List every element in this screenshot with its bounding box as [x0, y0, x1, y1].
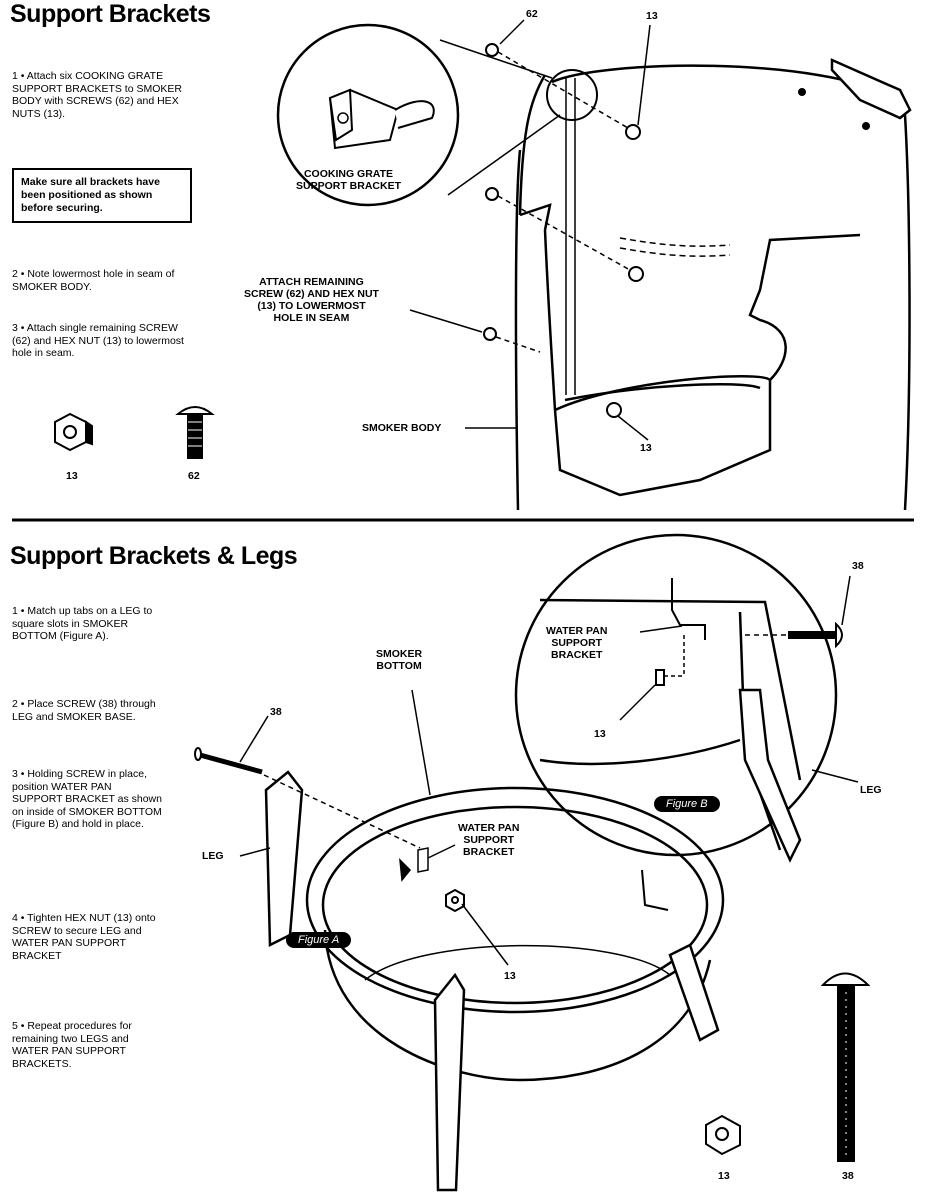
- hex-nut-figure-a: [445, 888, 465, 913]
- part-number-screw: 62: [188, 470, 200, 482]
- screw-38-icon: [820, 972, 871, 1162]
- callout-13-figure-a: 13: [504, 970, 516, 982]
- label-leg-left: LEG: [202, 850, 224, 862]
- label-smoker-bottom: SMOKER BOTTOM: [376, 648, 423, 672]
- section-2-step-1: 1 • Match up tabs on a LEG to square slo…: [12, 605, 153, 642]
- smoker-bottom-drawing: [305, 786, 725, 1082]
- leader-lines-2: [239, 625, 859, 966]
- label-smoker-body: SMOKER BODY: [362, 422, 442, 434]
- figure-a-badge: Figure A: [286, 932, 352, 948]
- label-water-pan-bracket-a: WATER PAN SUPPORT BRACKET: [458, 822, 520, 858]
- callout-13-figure-b: 13: [594, 728, 606, 740]
- part-number-nut-2: 13: [718, 1170, 730, 1182]
- callout-38-left: 38: [270, 706, 282, 718]
- part-number-screw-2: 38: [842, 1170, 854, 1182]
- callout-62: 62: [526, 8, 538, 20]
- bracket-magnifier: [276, 23, 598, 207]
- label-attach-remaining: ATTACH REMAINING SCREW (62) AND HEX NUT …: [244, 276, 379, 324]
- label-water-pan-bracket-b: WATER PAN SUPPORT BRACKET: [546, 625, 608, 661]
- leader-lines: [409, 19, 651, 441]
- figure-b-badge: Figure B: [654, 796, 720, 812]
- callout-13-bottom: 13: [640, 442, 652, 454]
- label-leg-right: LEG: [860, 784, 882, 796]
- hardware-parts: [483, 43, 870, 418]
- part-number-nut: 13: [66, 470, 78, 482]
- hex-nut-icon: [54, 412, 93, 452]
- smoker-body-drawing: [514, 58, 912, 511]
- section-2-step-4: 4 • Tighten HEX NUT (13) onto SCREW to s…: [12, 912, 156, 962]
- callout-38-right: 38: [852, 560, 864, 572]
- section-2-step-5: 5 • Repeat procedures for remaining two …: [12, 1020, 132, 1070]
- hex-nut-icon-2: [705, 1114, 741, 1156]
- section-1-step-1: 1 • Attach six COOKING GRATE SUPPORT BRA…: [12, 70, 182, 120]
- label-cooking-grate-bracket: COOKING GRATE SUPPORT BRACKET: [296, 168, 402, 192]
- screw-icon: [175, 406, 215, 459]
- section-1-step-3: 3 • Attach single remaining SCREW (62) a…: [12, 322, 184, 359]
- section-1-note: Make sure all brackets have been positio…: [12, 168, 192, 223]
- section-1-step-2: 2 • Note lowermost hole in seam of SMOKE…: [12, 268, 175, 293]
- screw-38-left: [194, 715, 421, 849]
- section-2-step-3: 3 • Holding SCREW in place, position WAT…: [12, 768, 162, 830]
- screw-38-right: [788, 575, 851, 649]
- section-1-title: Support Brackets: [10, 0, 211, 28]
- section-2-step-2: 2 • Place SCREW (38) through LEG and SMO…: [12, 698, 156, 723]
- section-2-title: Support Brackets & Legs: [10, 542, 298, 570]
- legs-drawing: [264, 688, 802, 1192]
- callout-13-top: 13: [646, 10, 658, 22]
